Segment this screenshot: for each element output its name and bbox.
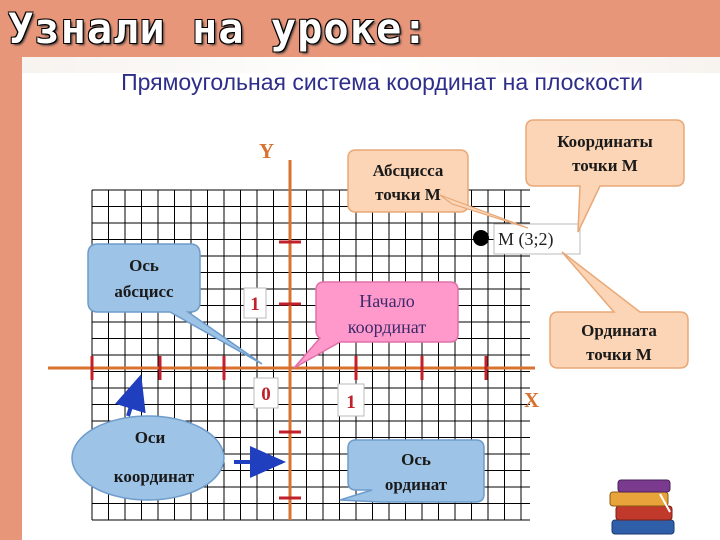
point-m-marker [473, 230, 489, 246]
callout-origin-line2: координат [348, 317, 427, 337]
diagram-title: Прямоугольная система координат на плоск… [121, 69, 643, 95]
x-axis-ticks [90, 356, 488, 380]
callout-y-axis-line2: ординат [385, 475, 448, 494]
y-unit-label: 1 [250, 294, 260, 315]
callout-axes-line1: Оси [135, 428, 166, 447]
callout-y-axis-line1: Ось [401, 450, 431, 469]
callout-ordinate-point-line1: Ордината [581, 321, 657, 340]
header-strip [22, 57, 720, 73]
callout-ordinate-point-line2: точки M [586, 345, 652, 364]
origin-box [253, 377, 279, 409]
callout-x-axis-line2: абсцисс [114, 282, 174, 301]
x-axis-name: X [524, 388, 539, 412]
books-icon [609, 479, 675, 535]
callout-coordinates-point-line1: Координаты [557, 132, 653, 151]
callout-x-axis [87, 243, 263, 365]
callout-abscissa-point-line2: точки M [375, 185, 441, 204]
callout-abscissa-point-pointer [439, 194, 529, 229]
point-m-label: M (3;2) [498, 229, 554, 250]
slide-heading: Узнали на уроке: [8, 4, 429, 53]
callout-x-axis-line1: Ось [129, 256, 159, 275]
callout-axes-line2: координат [114, 467, 195, 486]
callout-origin [293, 281, 459, 369]
origin-label: 0 [261, 384, 271, 405]
arrow-to-x-axis [115, 374, 146, 417]
x-unit-box [337, 383, 365, 417]
callout-abscissa-point [347, 149, 469, 213]
callout-origin-line1: Начало [359, 291, 414, 311]
callout-axes [71, 415, 225, 501]
callout-abscissa-point-line1: Абсцисса [373, 161, 444, 180]
y-axis-name: Y [259, 139, 274, 163]
callout-y-axis [339, 439, 485, 503]
y-unit-box [243, 287, 267, 319]
point-m-label-box [493, 223, 581, 255]
callout-ordinate-point [549, 251, 689, 369]
callout-coordinates-point-line2: точки M [572, 156, 638, 175]
x-unit-label: 1 [346, 392, 356, 413]
callout-coordinates-point [525, 119, 685, 233]
y-axis-ticks [279, 240, 301, 500]
